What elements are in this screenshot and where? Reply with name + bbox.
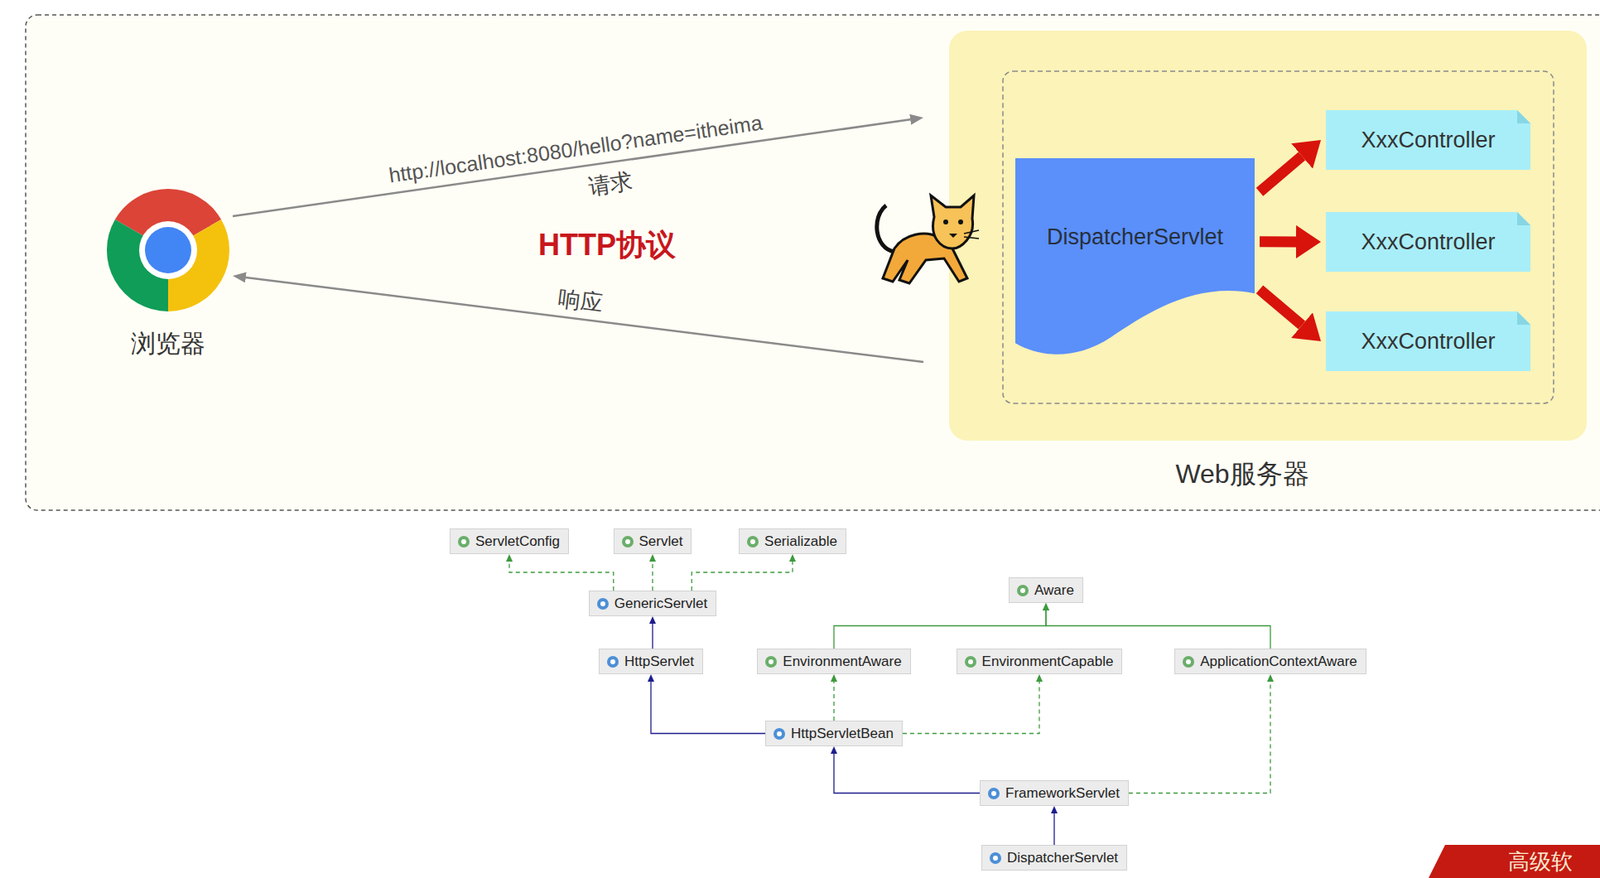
interface-icon bbox=[764, 655, 778, 669]
chrome-icon bbox=[106, 188, 230, 314]
chrome-center bbox=[144, 226, 192, 274]
protocol-label: HTTP协议 bbox=[538, 227, 676, 262]
class-box: HttpServletBean bbox=[765, 720, 903, 747]
dispatcher-servlet-shape: DispatcherServlet bbox=[1015, 158, 1255, 357]
dispatch-arrow bbox=[1259, 236, 1297, 247]
controller-box: XxxController bbox=[1325, 311, 1531, 372]
inheritance-line bbox=[1053, 813, 1055, 845]
chrome-ring bbox=[139, 221, 198, 280]
interface-box: EnvironmentCapable bbox=[956, 648, 1123, 675]
node-text: DispatcherServlet bbox=[1007, 849, 1119, 867]
node-text: HttpServletBean bbox=[790, 725, 894, 743]
class-icon bbox=[988, 851, 1003, 865]
controller-box: XxxController bbox=[1325, 212, 1531, 272]
inheritance-line bbox=[691, 561, 793, 591]
interface-icon bbox=[457, 534, 471, 549]
inheritance-line bbox=[509, 561, 614, 591]
inheritance-line bbox=[650, 681, 766, 734]
interface-box: ServletConfig bbox=[449, 528, 569, 555]
edge-label: http://localhost:8080/hello?name=itheima bbox=[387, 110, 765, 187]
edge-label-holder: http://localhost:8080/hello?name=itheima bbox=[387, 110, 765, 188]
controller-box: XxxController bbox=[1325, 110, 1531, 170]
request-label: 请求 bbox=[586, 168, 635, 199]
label-holder: HTTP协议 bbox=[538, 225, 676, 266]
inheritance-line bbox=[902, 681, 1040, 734]
node-text: EnvironmentAware bbox=[782, 653, 902, 670]
browser-node: 浏览器 bbox=[106, 188, 230, 361]
class-icon bbox=[606, 655, 620, 669]
inheritance-line bbox=[1128, 681, 1271, 794]
edge-label: 响应 bbox=[556, 285, 604, 316]
edge-label-holder: 响应 bbox=[556, 283, 605, 319]
container-outline bbox=[1002, 71, 1554, 404]
node-text: ServletConfig bbox=[475, 533, 560, 550]
node-text: XxxController bbox=[1360, 229, 1495, 256]
node-text: XxxController bbox=[1360, 127, 1495, 154]
tomcat-head bbox=[930, 195, 974, 249]
class-box: FrameworkServlet bbox=[979, 780, 1129, 806]
class-icon bbox=[987, 786, 1001, 800]
node-text: HttpServlet bbox=[624, 653, 694, 670]
label-holder: 请求 bbox=[586, 165, 636, 202]
server-panel-fill bbox=[949, 30, 1587, 441]
document-shape bbox=[1015, 158, 1255, 357]
node-text: GenericServlet bbox=[614, 595, 708, 613]
class-box: DispatcherServlet bbox=[981, 844, 1128, 871]
node-text: XxxController bbox=[1360, 328, 1495, 355]
server-caption: Web服务器 bbox=[1175, 458, 1309, 489]
tomcat-eye bbox=[958, 219, 964, 225]
node-text: Serializable bbox=[764, 533, 838, 550]
caption-holder: Web服务器 bbox=[1159, 456, 1326, 493]
interface-icon bbox=[1181, 655, 1196, 669]
interface-icon bbox=[1016, 583, 1030, 598]
tomcat-nose bbox=[949, 233, 958, 238]
dispatch-arrow bbox=[1259, 155, 1302, 192]
http-arrow bbox=[245, 277, 924, 362]
web-server-panel: DispatcherServletXxxControllerXxxControl… bbox=[949, 30, 1587, 441]
class-box: GenericServlet bbox=[588, 590, 717, 617]
http-arrow bbox=[232, 119, 911, 217]
interface-icon bbox=[621, 534, 635, 549]
dispatch-arrow bbox=[1259, 289, 1302, 325]
region-outline bbox=[25, 14, 1600, 511]
label-holder: 高级软 bbox=[1508, 847, 1573, 877]
tomcat-eye bbox=[943, 219, 949, 225]
inheritance-line bbox=[1045, 610, 1271, 649]
tomcat-icon bbox=[877, 195, 979, 284]
class-icon bbox=[596, 597, 610, 611]
interface-box: Aware bbox=[1008, 577, 1084, 603]
node-text: FrameworkServlet bbox=[1005, 785, 1120, 802]
interface-icon bbox=[746, 534, 760, 549]
tomcat-whiskers bbox=[963, 230, 979, 239]
interface-box: Serializable bbox=[738, 528, 847, 555]
node-text: Aware bbox=[1034, 582, 1075, 599]
tomcat-tail bbox=[877, 205, 895, 252]
watermark-band bbox=[1428, 844, 1600, 878]
node-text: EnvironmentCapable bbox=[982, 653, 1114, 670]
class-box: HttpServlet bbox=[598, 648, 704, 675]
interface-box: ApplicationContextAware bbox=[1174, 648, 1367, 675]
watermark-text: 高级软 bbox=[1508, 849, 1573, 874]
inheritance-line bbox=[651, 561, 653, 591]
class-icon bbox=[772, 727, 786, 741]
interface-box: Servlet bbox=[613, 528, 693, 555]
node-text: 浏览器 bbox=[106, 327, 230, 361]
node-text: DispatcherServlet bbox=[1046, 224, 1224, 250]
inheritance-line bbox=[833, 610, 1046, 649]
node-text: ApplicationContextAware bbox=[1200, 653, 1358, 670]
interface-icon bbox=[963, 655, 978, 669]
inheritance-line bbox=[651, 623, 653, 649]
interface-box: EnvironmentAware bbox=[756, 648, 911, 675]
inheritance-line bbox=[833, 681, 834, 721]
inheritance-line bbox=[833, 753, 980, 794]
node-text: Servlet bbox=[639, 533, 684, 550]
